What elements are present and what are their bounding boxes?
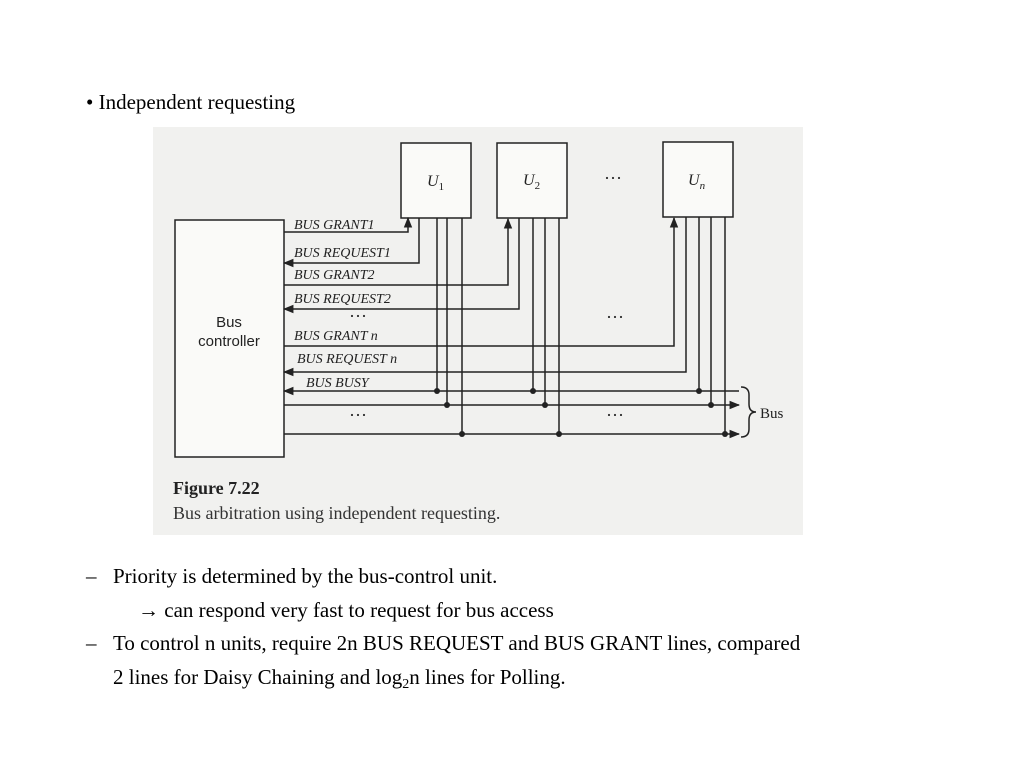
ellipsis-left-bottom: ···	[349, 405, 367, 425]
dash-marker: –	[86, 631, 97, 655]
junction-dot	[708, 402, 714, 408]
junction-dot	[722, 431, 728, 437]
unit-label-un: Un	[688, 172, 706, 192]
unit-box-un	[662, 141, 734, 218]
grant2-line	[284, 217, 513, 286]
junction-dot	[542, 402, 548, 408]
signal-label-grant2: BUS GRANT2	[294, 268, 375, 283]
bullet-1-text: Priority is determined by the bus-contro…	[113, 564, 498, 588]
caption-title: Figure 7.22	[173, 478, 260, 498]
caption-text: Bus arbitration using independent reques…	[173, 503, 500, 523]
unit-box-u1	[400, 142, 472, 219]
junction-dot	[434, 388, 440, 394]
controller-label-bus: Bus	[216, 314, 242, 331]
signal-label-busy: BUS BUSY	[306, 376, 371, 391]
signal-label-requestn: BUS REQUEST n	[297, 352, 397, 367]
bullet-1-sub-text: → can respond very fast to request for b…	[138, 597, 554, 622]
slide-heading: • Independent requesting	[86, 90, 296, 114]
unit-label-u2: U2	[523, 172, 540, 192]
figure-7-22: U1 U2 Un ··· ··· ··· ··· ··· Bus control…	[153, 127, 803, 535]
signal-label-grant1: BUS GRANT1	[294, 218, 375, 233]
grant1-line	[284, 216, 413, 233]
bullet-2: – To control n units, require 2n BUS REQ…	[86, 627, 986, 661]
unit-box-u2	[496, 142, 568, 219]
bus-arbitration-diagram: U1 U2 Un ··· ··· ··· ··· ··· Bus control…	[173, 141, 784, 523]
requestn-line	[282, 217, 687, 377]
junction-dot	[556, 431, 562, 437]
bullet-list: – Priority is determined by the bus-cont…	[86, 560, 986, 694]
grantn-line	[284, 216, 679, 347]
log-subscript: 2	[402, 676, 410, 692]
signal-label-request1: BUS REQUEST1	[294, 246, 391, 261]
bullet-2-text-line2: 2 lines for Daisy Chaining and log2n lin…	[113, 661, 566, 702]
ellipsis-left-middle: ···	[349, 306, 367, 326]
unit-label-u1: U1	[427, 173, 444, 193]
junction-dot	[696, 388, 702, 394]
ellipsis-units: ···	[604, 168, 622, 188]
bullet-2-line2-pre: 2 lines for Daisy Chaining and log	[113, 664, 403, 689]
ellipsis-right-middle: ···	[606, 307, 624, 327]
bullet-1-sub: → can respond very fast to request for b…	[86, 594, 986, 628]
request1-line	[282, 218, 420, 268]
bullet-2-cont: 2 lines for Daisy Chaining and log2n lin…	[86, 661, 986, 695]
junction-dot	[459, 431, 465, 437]
bus-controller-box	[174, 219, 285, 458]
signal-label-request2: BUS REQUEST2	[294, 292, 391, 307]
dash-marker: –	[86, 564, 97, 588]
signal-label-grantn: BUS GRANT n	[294, 329, 378, 344]
bus-brace	[740, 386, 757, 438]
bus-label: Bus	[760, 406, 784, 422]
junction-dot	[444, 402, 450, 408]
junction-dot	[530, 388, 536, 394]
bullet-1: – Priority is determined by the bus-cont…	[86, 560, 986, 594]
ellipsis-right-bottom: ···	[606, 405, 624, 425]
controller-label-controller: controller	[198, 333, 260, 350]
request2-line	[282, 218, 520, 314]
bullet-2-text-line1: To control n units, require 2n BUS REQUE…	[113, 631, 801, 655]
bullet-2-line2-post: n lines for Polling.	[409, 664, 566, 689]
